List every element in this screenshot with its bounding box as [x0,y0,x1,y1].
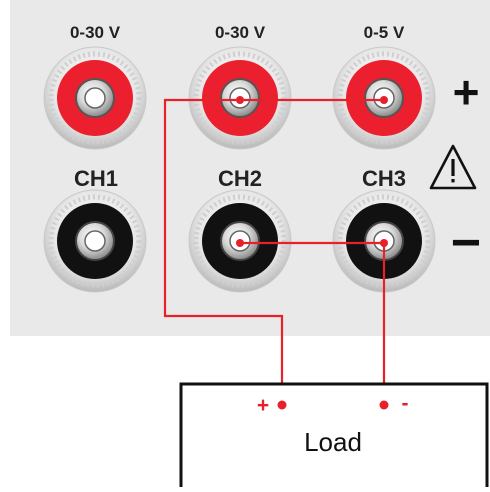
load-label: Load [304,427,362,457]
ch3-name-label: CH3 [362,166,406,191]
load-positive-terminal-dot [277,400,287,410]
positive-symbol: + [453,66,480,118]
ch3-negative-connection-dot [380,239,388,247]
positive-wire [163,98,384,405]
ch1-positive-jack[interactable] [43,46,147,150]
ch2-range-label: 0-30 V [215,23,266,42]
ch2-positive-connection-dot [236,96,244,104]
ch1-negative-jack[interactable] [43,189,147,293]
negative-symbol: − [451,214,481,272]
load-box [179,382,489,492]
warning-triangle-icon [429,144,477,190]
ch3-positive-connection-dot [380,96,388,104]
ch1-range-label: 0-30 V [70,23,121,42]
ch3-range-label: 0-5 V [364,23,405,42]
ch2-name-label: CH2 [218,166,262,191]
load-negative-terminal-dot [379,400,389,410]
ch2-negative-connection-dot [236,239,244,247]
load-positive-label: + [257,394,269,417]
load-negative-label: - [402,392,409,415]
ch1-name-label: CH1 [74,166,118,191]
